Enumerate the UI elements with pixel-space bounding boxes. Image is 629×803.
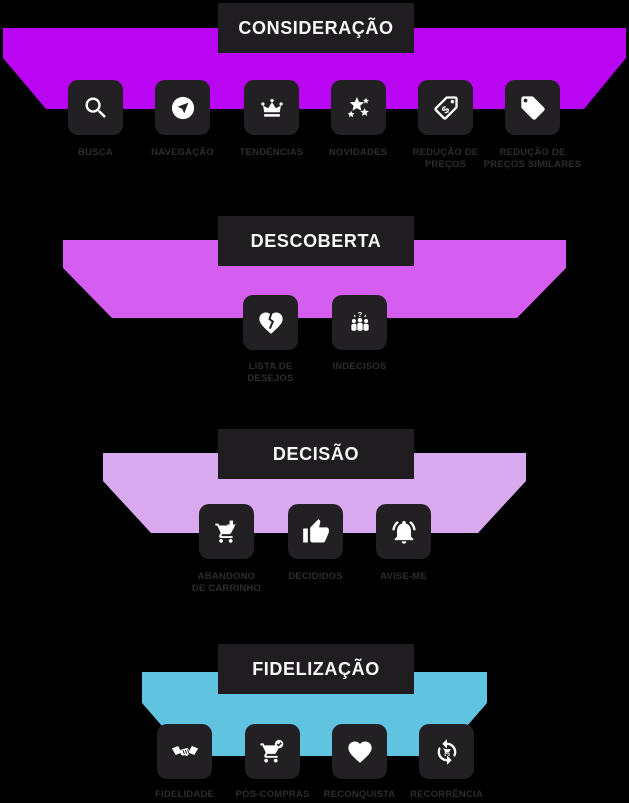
- tile-label-fidelidade: FIDELIDADE: [155, 789, 214, 800]
- tag-icon: [520, 95, 545, 120]
- stars-icon: [347, 96, 369, 117]
- tile-busca: [68, 80, 123, 135]
- tile-label-lista-de-desejos: LISTA DE DESEJOS: [247, 361, 294, 384]
- tile-label-reconquista: RECONQUISTA: [323, 789, 396, 800]
- stage-title-fidelizacao: FIDELIZAÇÃO: [218, 644, 414, 694]
- funnel-stage-descoberta: [63, 240, 566, 318]
- tile-recorrencia: [419, 724, 474, 779]
- tile-label-decididos: DECIDIDOS: [288, 571, 343, 582]
- tile-label-reducao-de-precos-similares: REDUÇÃO DE PREÇOS SIMILARES: [483, 147, 582, 170]
- stage-title-descoberta: DESCOBERTA: [218, 216, 414, 266]
- stage-title-label: FIDELIZAÇÃO: [252, 658, 380, 679]
- tile-avise-me: [376, 504, 431, 559]
- tile-label-indecisos: INDECISOS: [332, 361, 387, 372]
- svg-text:?: ?: [357, 310, 362, 319]
- tile-label-recorrencia: RECORRÊNCIA: [410, 789, 483, 800]
- tile-navegacao: [155, 80, 210, 135]
- tile-label-tendencias: TENDÊNCIAS: [239, 147, 304, 158]
- tile-decididos: [288, 504, 343, 559]
- price-tag-discount-icon: $: [433, 95, 458, 120]
- stage-title-decisao: DECISÃO: [218, 429, 414, 479]
- stage-title-label: DESCOBERTA: [250, 230, 382, 251]
- tile-novidades: [331, 80, 386, 135]
- tile-abandono-de-carrinho: [199, 504, 254, 559]
- thumb-up-icon: [302, 518, 329, 542]
- tile-indecisos: ?: [332, 295, 387, 350]
- stage-title-label: DECISÃO: [272, 443, 360, 464]
- tile-label-busca: BUSCA: [78, 147, 113, 158]
- undecided-people-icon: ?: [350, 310, 369, 331]
- recurrence-icon: [437, 738, 456, 765]
- tile-label-novidades: NOVIDADES: [328, 147, 388, 158]
- tile-lista-de-desejos: [243, 295, 298, 350]
- tile-label-avise-me: AVISE-ME: [380, 571, 427, 582]
- tile-reducao-de-precos-similares: [505, 80, 560, 135]
- bell-ring-icon: [391, 520, 416, 544]
- cart-abandon-icon: [214, 520, 236, 543]
- tile-tendencias: [244, 80, 299, 135]
- navigation-icon: [171, 96, 194, 119]
- crown-icon: [260, 98, 283, 117]
- tile-reducao-de-precos: $: [418, 80, 473, 135]
- handshake-icon: [171, 745, 198, 756]
- stage-title-label: CONSIDERAÇÃO: [238, 17, 394, 38]
- tile-label-abandono-de-carrinho: ABANDONO DE CARRINHO: [191, 571, 262, 594]
- broken-heart-icon: [258, 312, 283, 334]
- tile-label-pos-compras: PÓS-COMPRAS: [235, 789, 310, 800]
- tile-label-navegacao: NAVEGAÇÃO: [151, 147, 214, 158]
- tile-reconquista: [332, 724, 387, 779]
- search-icon: [85, 97, 106, 118]
- heart-icon: [347, 741, 372, 763]
- tile-label-reducao-de-precos: REDUÇÃO DE PREÇOS: [412, 147, 479, 170]
- tile-fidelidade: [157, 724, 212, 779]
- stage-title-consideracao: CONSIDERAÇÃO: [218, 3, 414, 53]
- cart-check-icon: [259, 739, 283, 763]
- tile-pos-compras: [245, 724, 300, 779]
